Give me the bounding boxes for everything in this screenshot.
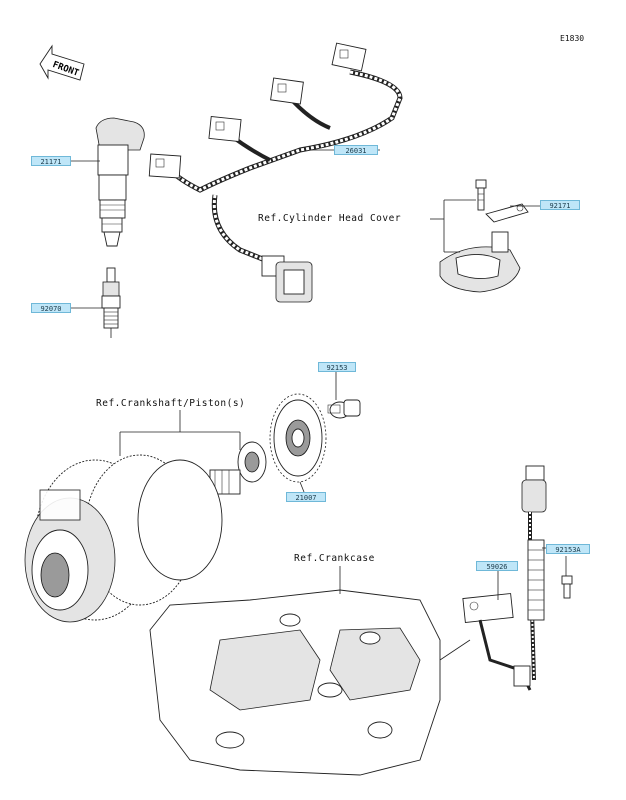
part-label-sensor-bolt[interactable]: 92153A <box>546 544 590 554</box>
leader-lines <box>70 149 567 661</box>
head-cover-assembly <box>439 179 529 293</box>
crank-sprocket <box>209 441 267 495</box>
crankcase <box>149 589 441 776</box>
ignition-coil <box>95 117 145 247</box>
part-label-bracket[interactable]: 59026 <box>476 561 518 571</box>
ref-crankcase: Ref.Crankcase <box>294 553 375 564</box>
part-label-wire-harness[interactable]: 26031 <box>334 145 378 155</box>
part-label-ignition-coil[interactable]: 21171 <box>31 156 71 166</box>
timing-rotor <box>269 393 327 483</box>
crankshaft <box>24 454 223 623</box>
part-label-spark-plug[interactable]: 92070 <box>31 303 71 313</box>
part-label-rotor-bolt[interactable]: 92153 <box>318 362 356 372</box>
ref-crankshaft-piston: Ref.Crankshaft/Piston(s) <box>96 398 246 409</box>
rotor-bolt <box>327 399 361 419</box>
part-label-timing-rotor[interactable]: 21007 <box>286 492 326 502</box>
wire-harness <box>148 42 403 303</box>
spark-plug <box>101 267 121 338</box>
diagram-code: E1830 <box>560 34 585 43</box>
part-label-head-cover-bolt[interactable]: 92171 <box>540 200 580 210</box>
crank-sensor <box>462 465 573 691</box>
ref-cylinder-head-cover: Ref.Cylinder Head Cover <box>258 213 402 224</box>
front-arrow-icon: FRONT <box>39 44 85 81</box>
